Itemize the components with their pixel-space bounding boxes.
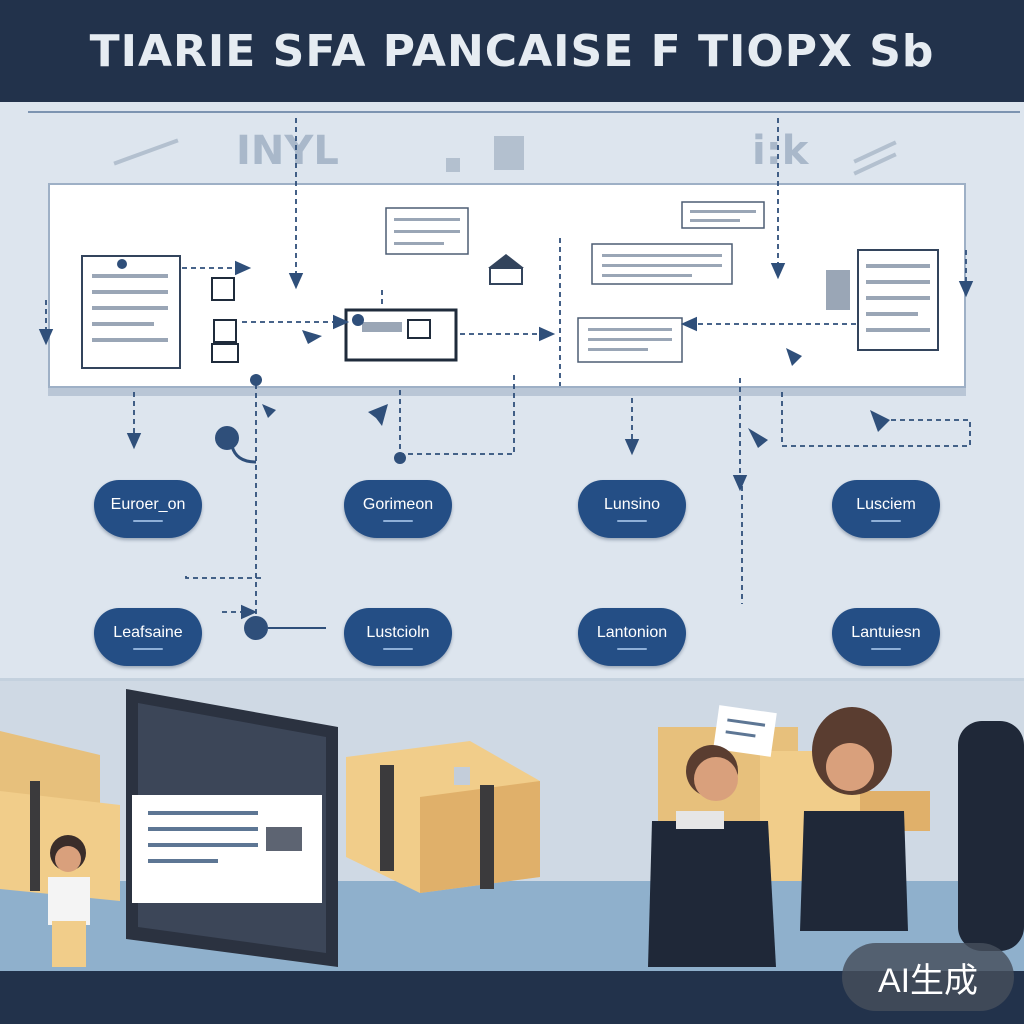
flow-node-7[interactable]: Lantonion [578, 608, 686, 666]
flow-node-label: Leafsaine [113, 624, 183, 641]
flow-node-6[interactable]: Lustcioln [344, 608, 452, 666]
curved-connector [230, 445, 257, 464]
scene-divider [0, 678, 1024, 681]
flow-node-sub-mark [871, 520, 901, 522]
flow-node-label: Lustcioln [366, 624, 430, 641]
office-worker [648, 745, 776, 967]
ai-watermark: AI生成 [842, 943, 1014, 1011]
document-icon [681, 201, 765, 229]
flow-node-sub-mark [617, 648, 647, 650]
flow-node-5[interactable]: Leafsaine [94, 608, 202, 666]
header-faint-marks [113, 136, 897, 176]
node-connectors [126, 374, 971, 620]
house-icon [488, 254, 524, 285]
warehouse-scene [0, 681, 1024, 1024]
document-icon [385, 207, 469, 255]
flow-node-label: Lantonion [596, 624, 668, 641]
document-icon [826, 249, 939, 351]
note-paper [713, 705, 777, 757]
flow-node-label: Lantuiesn [851, 624, 921, 641]
flow-node-label: Gorimeon [362, 496, 434, 513]
monitor-icon [126, 689, 338, 967]
page-title: TIARIE SFA PANCAISE F TIOPX Sb [89, 25, 935, 77]
flow-node-2[interactable]: Gorimeon [344, 480, 452, 538]
cardboard-box [0, 731, 120, 901]
flow-node-label: Lunsino [603, 496, 661, 513]
flow-node-sub-mark [617, 520, 647, 522]
flow-node-8[interactable]: Lantuiesn [832, 608, 940, 666]
top-divider [28, 111, 1020, 113]
document-icon [81, 255, 181, 369]
connector-dots [215, 374, 406, 640]
panel-shadow [48, 386, 966, 396]
flow-node-sub-mark [871, 648, 901, 650]
panel-header-right: i:k [752, 128, 809, 174]
flow-node-3[interactable]: Lunsino [578, 480, 686, 538]
document-icon [577, 317, 683, 363]
machine-icon [344, 308, 458, 362]
office-worker [800, 707, 908, 931]
device-icon [211, 277, 239, 363]
flow-node-sub-mark [133, 648, 163, 650]
cardboard-box [346, 741, 540, 893]
title-bar [0, 0, 1024, 102]
office-chair [958, 721, 1024, 951]
arrow-icons [262, 330, 890, 448]
flow-node-1[interactable]: Euroer_on [94, 480, 202, 538]
flow-node-4[interactable]: Lusciem [832, 480, 940, 538]
diagram-panel [48, 183, 966, 388]
flow-node-label: Lusciem [856, 496, 916, 513]
document-icon [591, 243, 733, 285]
panel-header-left: INYL [236, 128, 339, 174]
flow-node-sub-mark [383, 648, 413, 650]
flow-node-sub-mark [383, 520, 413, 522]
worker-figure [48, 835, 90, 967]
flow-node-label: Euroer_on [110, 496, 186, 513]
flow-node-sub-mark [133, 520, 163, 522]
panel-connectors [38, 118, 974, 386]
